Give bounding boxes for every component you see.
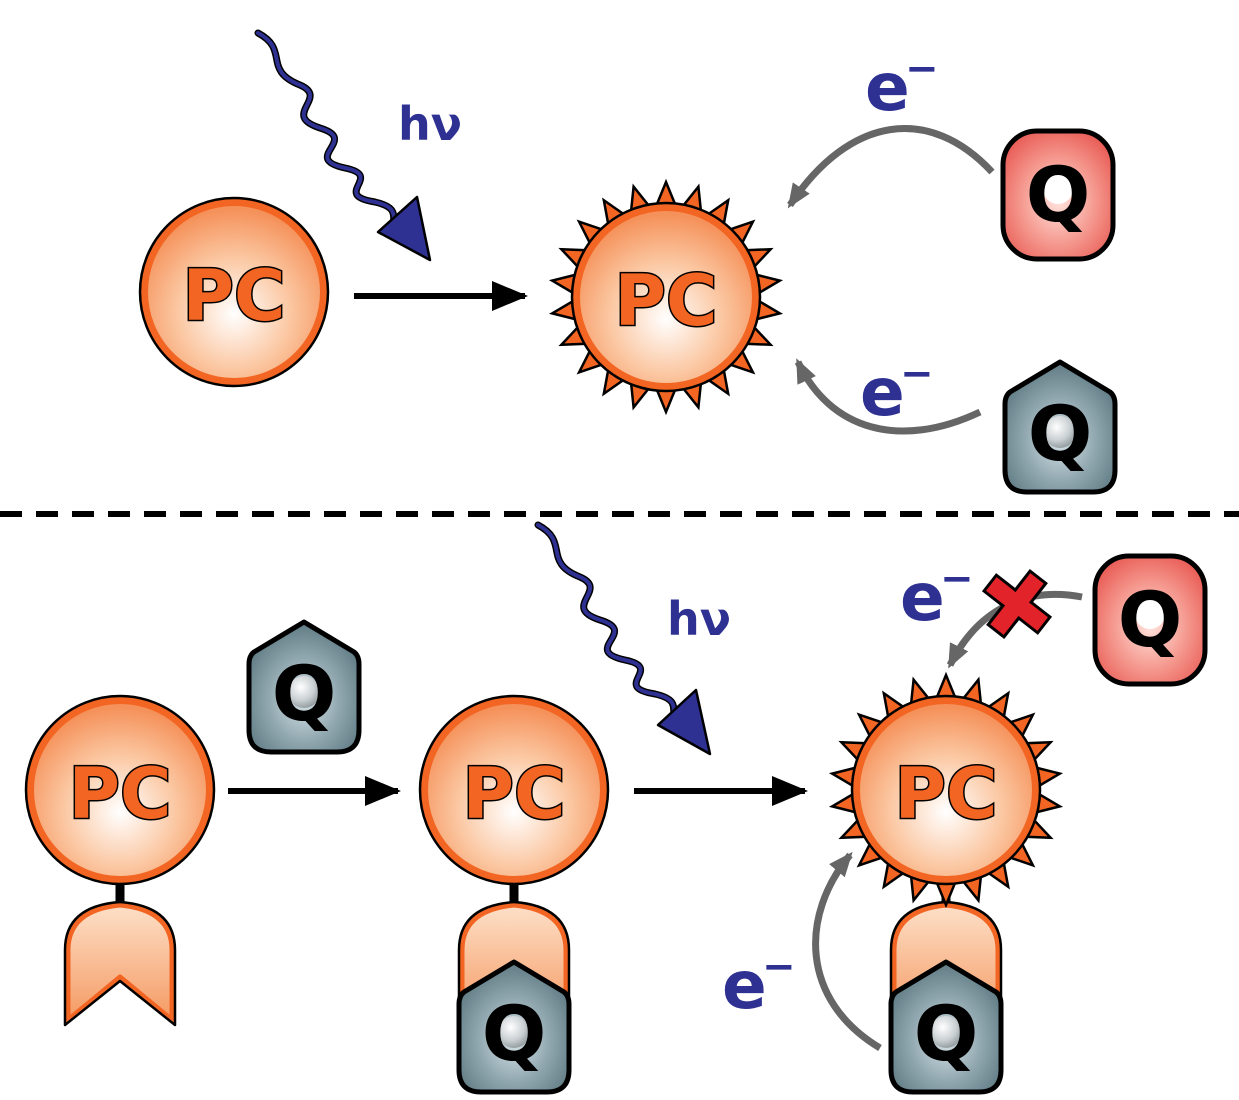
- pc-label: PC: [463, 753, 566, 835]
- pc-label: PC: [69, 753, 172, 835]
- top-hv-label: hν: [398, 97, 462, 151]
- stage2-bound-quencher: Q: [459, 962, 569, 1092]
- bottom-hv-label: hν: [667, 592, 731, 646]
- top-pc-excited: PC: [548, 178, 784, 416]
- top-pc-ground: PC: [140, 198, 328, 386]
- svg-text:e: e: [865, 49, 910, 126]
- added-gray-quencher: Q: [249, 622, 359, 752]
- block-cross-icon: [981, 568, 1053, 640]
- svg-text:−: −: [905, 46, 939, 92]
- svg-text:e: e: [722, 947, 767, 1024]
- stage1-pc: PC: [26, 696, 214, 884]
- pc-label: PC: [895, 753, 998, 835]
- top-light-wave: [254, 29, 432, 262]
- top-gray-quencher: Q: [1005, 362, 1115, 492]
- stage1-receptor: [65, 902, 175, 1025]
- svg-text:Q: Q: [914, 989, 979, 1078]
- pc-label: PC: [615, 260, 718, 342]
- bottom-red-quencher: Q: [1095, 556, 1205, 684]
- stage3-pc-excited: PC: [828, 671, 1064, 909]
- stage2-pc: PC: [420, 696, 608, 884]
- svg-text:Q: Q: [1026, 150, 1091, 239]
- top-electron-label-1: e −: [865, 46, 939, 126]
- intramolecular-electron-label: e −: [722, 944, 796, 1024]
- svg-text:Q: Q: [1118, 575, 1183, 664]
- bottom-light-wave: [534, 521, 712, 756]
- svg-text:Q: Q: [1028, 389, 1093, 478]
- svg-text:−: −: [762, 944, 796, 990]
- top-electron-label-2: e −: [860, 351, 934, 431]
- stage3-bound-quencher: Q: [891, 962, 1001, 1092]
- svg-text:−: −: [940, 556, 974, 602]
- svg-text:Q: Q: [272, 649, 337, 738]
- svg-text:−: −: [900, 351, 934, 397]
- top-red-quencher: Q: [1003, 131, 1113, 259]
- top-electron-arrow-red: [787, 125, 995, 209]
- svg-text:e: e: [900, 559, 945, 636]
- svg-text:Q: Q: [482, 989, 547, 1078]
- svg-text:e: e: [860, 354, 905, 431]
- intramolecular-electron-arrow: [812, 851, 882, 1051]
- top-electron-arrow-gray: [794, 358, 982, 435]
- pc-label: PC: [183, 255, 286, 337]
- blocked-electron-label: e −: [900, 556, 974, 636]
